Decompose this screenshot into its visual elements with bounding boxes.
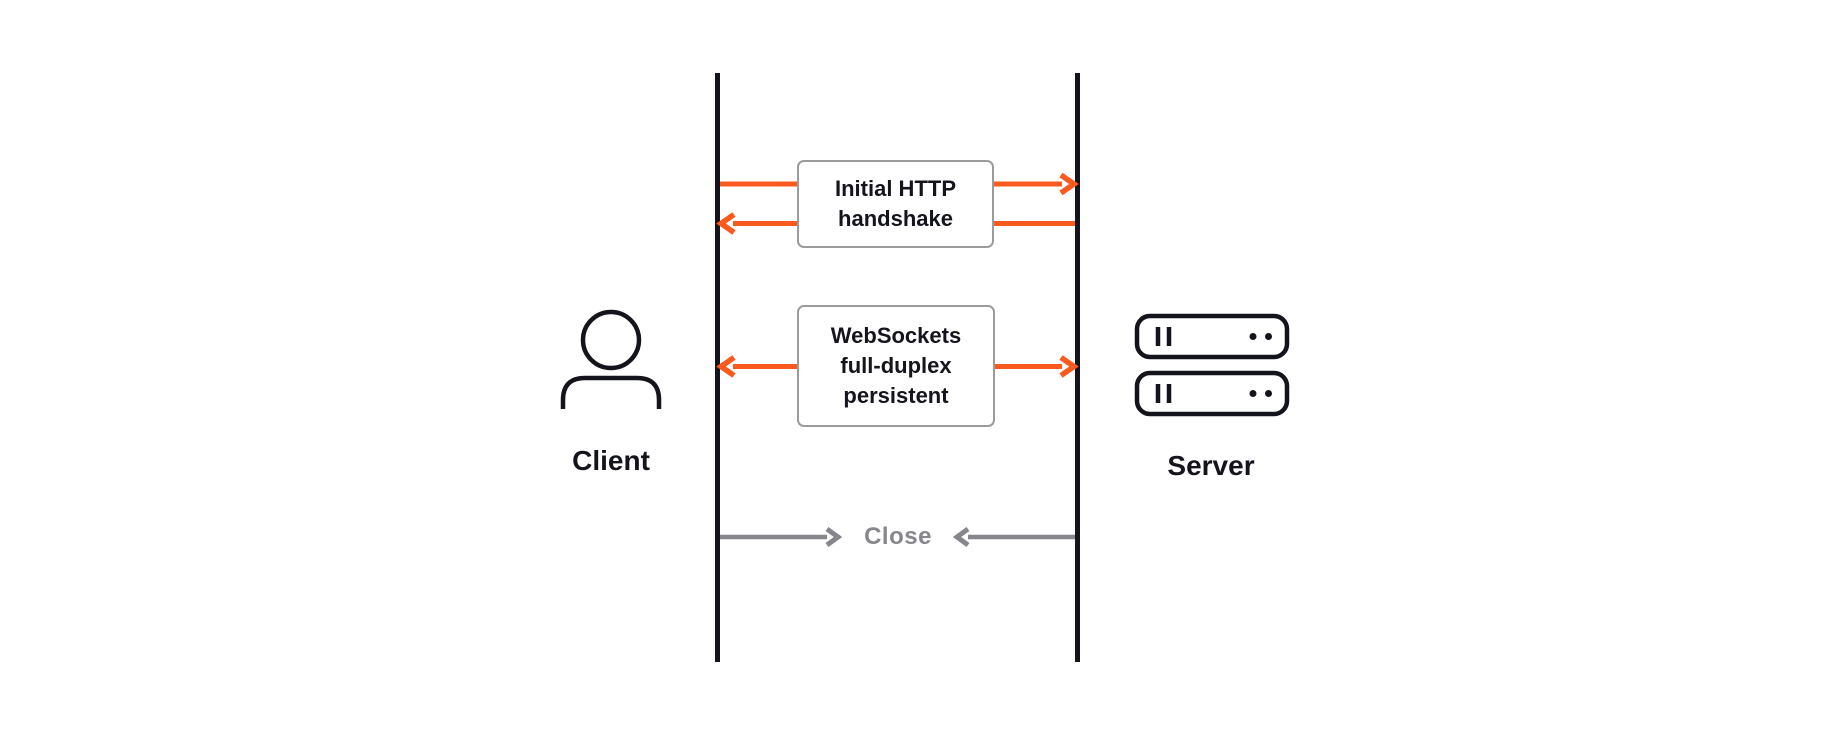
- arrowhead-right-icon: [825, 526, 843, 548]
- rack-chassis: [1134, 313, 1289, 360]
- initial-http-handshake-box: Initial HTTP handshake: [797, 160, 994, 248]
- client-label: Client: [572, 445, 650, 476]
- rack-chassis: [1134, 370, 1289, 417]
- rack-led-dot: [1264, 333, 1272, 340]
- server-label: Server: [1167, 450, 1255, 481]
- rack-unit-bottom: [1134, 370, 1289, 417]
- arrowhead-right-icon: [1059, 355, 1079, 378]
- arrowhead-right-icon: [1059, 172, 1079, 196]
- person-head: [580, 309, 642, 371]
- arrowhead-left-icon: [716, 212, 736, 235]
- arrowhead-left-icon: [952, 526, 970, 548]
- person-icon: [560, 309, 662, 409]
- person-shoulders: [560, 375, 662, 409]
- message-line: Initial HTTP: [835, 176, 956, 201]
- message-line: full-duplex: [840, 353, 952, 378]
- message-line: handshake: [838, 206, 953, 231]
- rack-led-dot: [1249, 390, 1256, 397]
- server-rack-icon: [1134, 313, 1289, 417]
- server-actor: Server: [1111, 308, 1311, 482]
- close-arrow-from-server: [952, 526, 1075, 548]
- arrowhead-left-icon: [716, 355, 736, 378]
- websockets-box: WebSockets full-duplex persistent: [797, 305, 995, 427]
- rack-led-dot: [1264, 390, 1272, 397]
- close-arrow-from-client: [720, 526, 843, 548]
- rack-led-dot: [1249, 333, 1256, 340]
- close-label: Close: [864, 523, 932, 550]
- message-line: WebSockets: [830, 323, 962, 348]
- message-line: persistent: [843, 383, 949, 408]
- rack-unit-top: [1134, 313, 1289, 360]
- client-actor: Client: [511, 300, 711, 477]
